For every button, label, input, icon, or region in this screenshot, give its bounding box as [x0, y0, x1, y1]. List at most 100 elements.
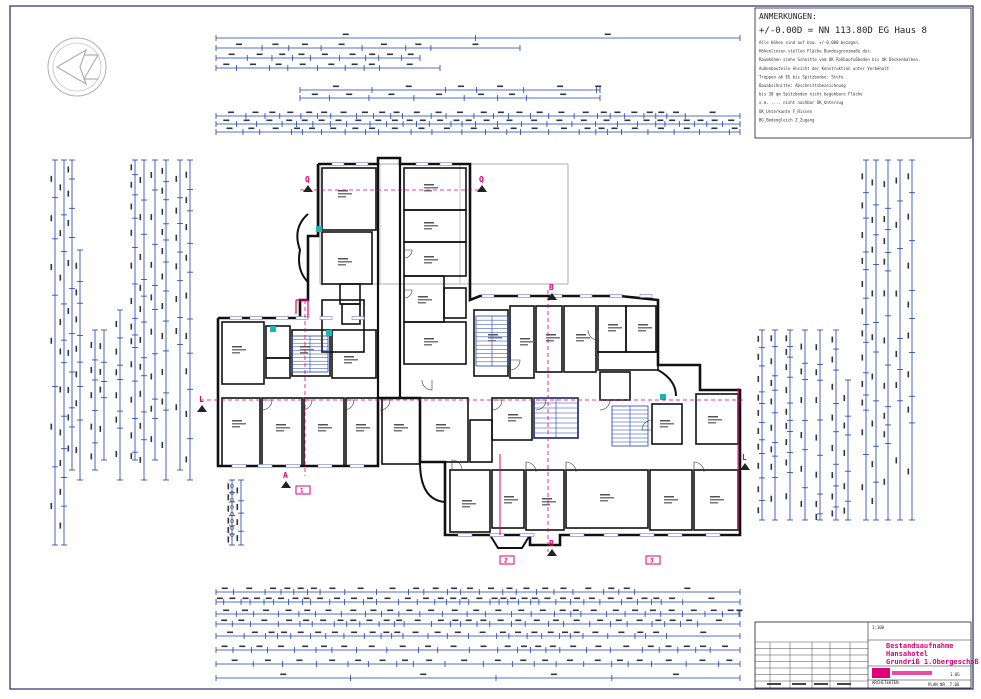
dimension-value — [757, 375, 760, 382]
dimension-value — [413, 111, 420, 114]
dimension-chain — [67, 159, 75, 471]
dimension-value — [709, 111, 716, 114]
staircases — [270, 226, 666, 447]
room-label-line — [520, 338, 530, 340]
dimension-value — [632, 609, 639, 612]
dimension-value — [297, 587, 304, 590]
notes-line: Außenbauteile Ansicht der Konstruktion u… — [759, 66, 890, 71]
room-label — [546, 334, 560, 342]
dimension-value — [229, 597, 236, 600]
dimension-value — [330, 127, 337, 130]
dimension-value — [895, 177, 898, 184]
door-swing — [451, 459, 463, 471]
dimension-value — [249, 63, 256, 66]
wall — [218, 164, 320, 320]
dimension-value — [757, 335, 760, 342]
dimension-value — [331, 631, 338, 634]
wall — [216, 284, 742, 547]
room — [321, 299, 365, 353]
dimension-value — [355, 119, 362, 122]
dimension-value — [500, 597, 507, 600]
dimension-value — [227, 517, 230, 524]
dimension-value — [436, 93, 443, 96]
dimension-value — [549, 645, 556, 648]
room — [403, 321, 467, 365]
dimension-value — [342, 33, 349, 36]
dimension-value — [277, 645, 284, 648]
door-swing — [261, 399, 273, 411]
room — [291, 329, 331, 377]
room-label-line — [344, 356, 354, 358]
dimension-value — [907, 468, 910, 475]
dimension-value — [785, 348, 788, 355]
dimension-value — [150, 261, 153, 268]
dimension-value — [544, 597, 551, 600]
room-label — [338, 258, 352, 266]
room — [345, 397, 379, 467]
room-label-line — [344, 362, 352, 364]
dimension-value — [285, 609, 292, 612]
dimension-chain — [831, 329, 839, 521]
level-marker — [230, 484, 234, 488]
dimension-value — [570, 645, 577, 648]
dimension-value — [368, 645, 375, 648]
axis-tag-label: 3 — [650, 558, 654, 565]
room-label-line — [664, 496, 674, 498]
room — [563, 305, 597, 373]
room-label-line — [424, 344, 432, 346]
firm-logo-bar — [892, 671, 932, 675]
room — [469, 419, 493, 463]
room-label-line — [356, 427, 370, 429]
dimension-value — [434, 631, 441, 634]
dimension-value — [590, 609, 597, 612]
room-label-line — [508, 414, 518, 416]
room-label — [356, 424, 370, 432]
dimension-value — [491, 597, 498, 600]
dimension-value — [631, 111, 638, 114]
dimension-value — [301, 119, 308, 122]
dimension-value — [611, 127, 618, 130]
dimension-value — [465, 119, 472, 122]
room-label-line — [462, 503, 476, 505]
tb-cell-text — [767, 683, 781, 685]
dimension-value — [67, 308, 70, 315]
dimension-value — [497, 111, 504, 114]
dimension-value — [536, 111, 543, 114]
room-label-line — [608, 327, 622, 329]
axis-tag: 3 — [645, 555, 661, 565]
dimension-value — [150, 328, 153, 335]
section-mark-l-right: L — [740, 453, 750, 470]
dimension-value — [175, 263, 178, 270]
dimension-value — [757, 462, 760, 469]
dimension-value — [221, 645, 228, 648]
door-swing — [641, 419, 653, 431]
dimension-value — [383, 619, 390, 622]
level-marker — [230, 498, 234, 502]
dimension-chain — [175, 159, 183, 471]
level-marker — [230, 526, 234, 530]
door-swing — [535, 399, 547, 411]
section-label: L — [742, 453, 747, 462]
room-label-line — [708, 416, 718, 418]
bay-window — [657, 369, 677, 397]
dimension-value — [328, 63, 335, 66]
dimension-value — [50, 423, 53, 430]
section-arrow-icon — [477, 185, 487, 192]
window — [229, 316, 243, 320]
dimension-chain — [215, 127, 741, 135]
dimension-value — [595, 85, 602, 88]
room-label — [424, 184, 438, 192]
dimension-value — [369, 53, 376, 56]
dimension-value — [341, 645, 348, 648]
dimension-value — [59, 230, 62, 237]
dimension-value — [332, 85, 339, 88]
dimension-value — [624, 119, 631, 122]
section-mark-q-left: Q — [303, 175, 313, 192]
dimension-value — [584, 127, 591, 130]
dimension-value — [99, 368, 102, 375]
room-label-line — [318, 430, 326, 432]
dimension-value — [279, 53, 286, 56]
room-label-line — [424, 259, 438, 261]
dimension-value — [531, 597, 538, 600]
dimension-value — [697, 119, 704, 122]
